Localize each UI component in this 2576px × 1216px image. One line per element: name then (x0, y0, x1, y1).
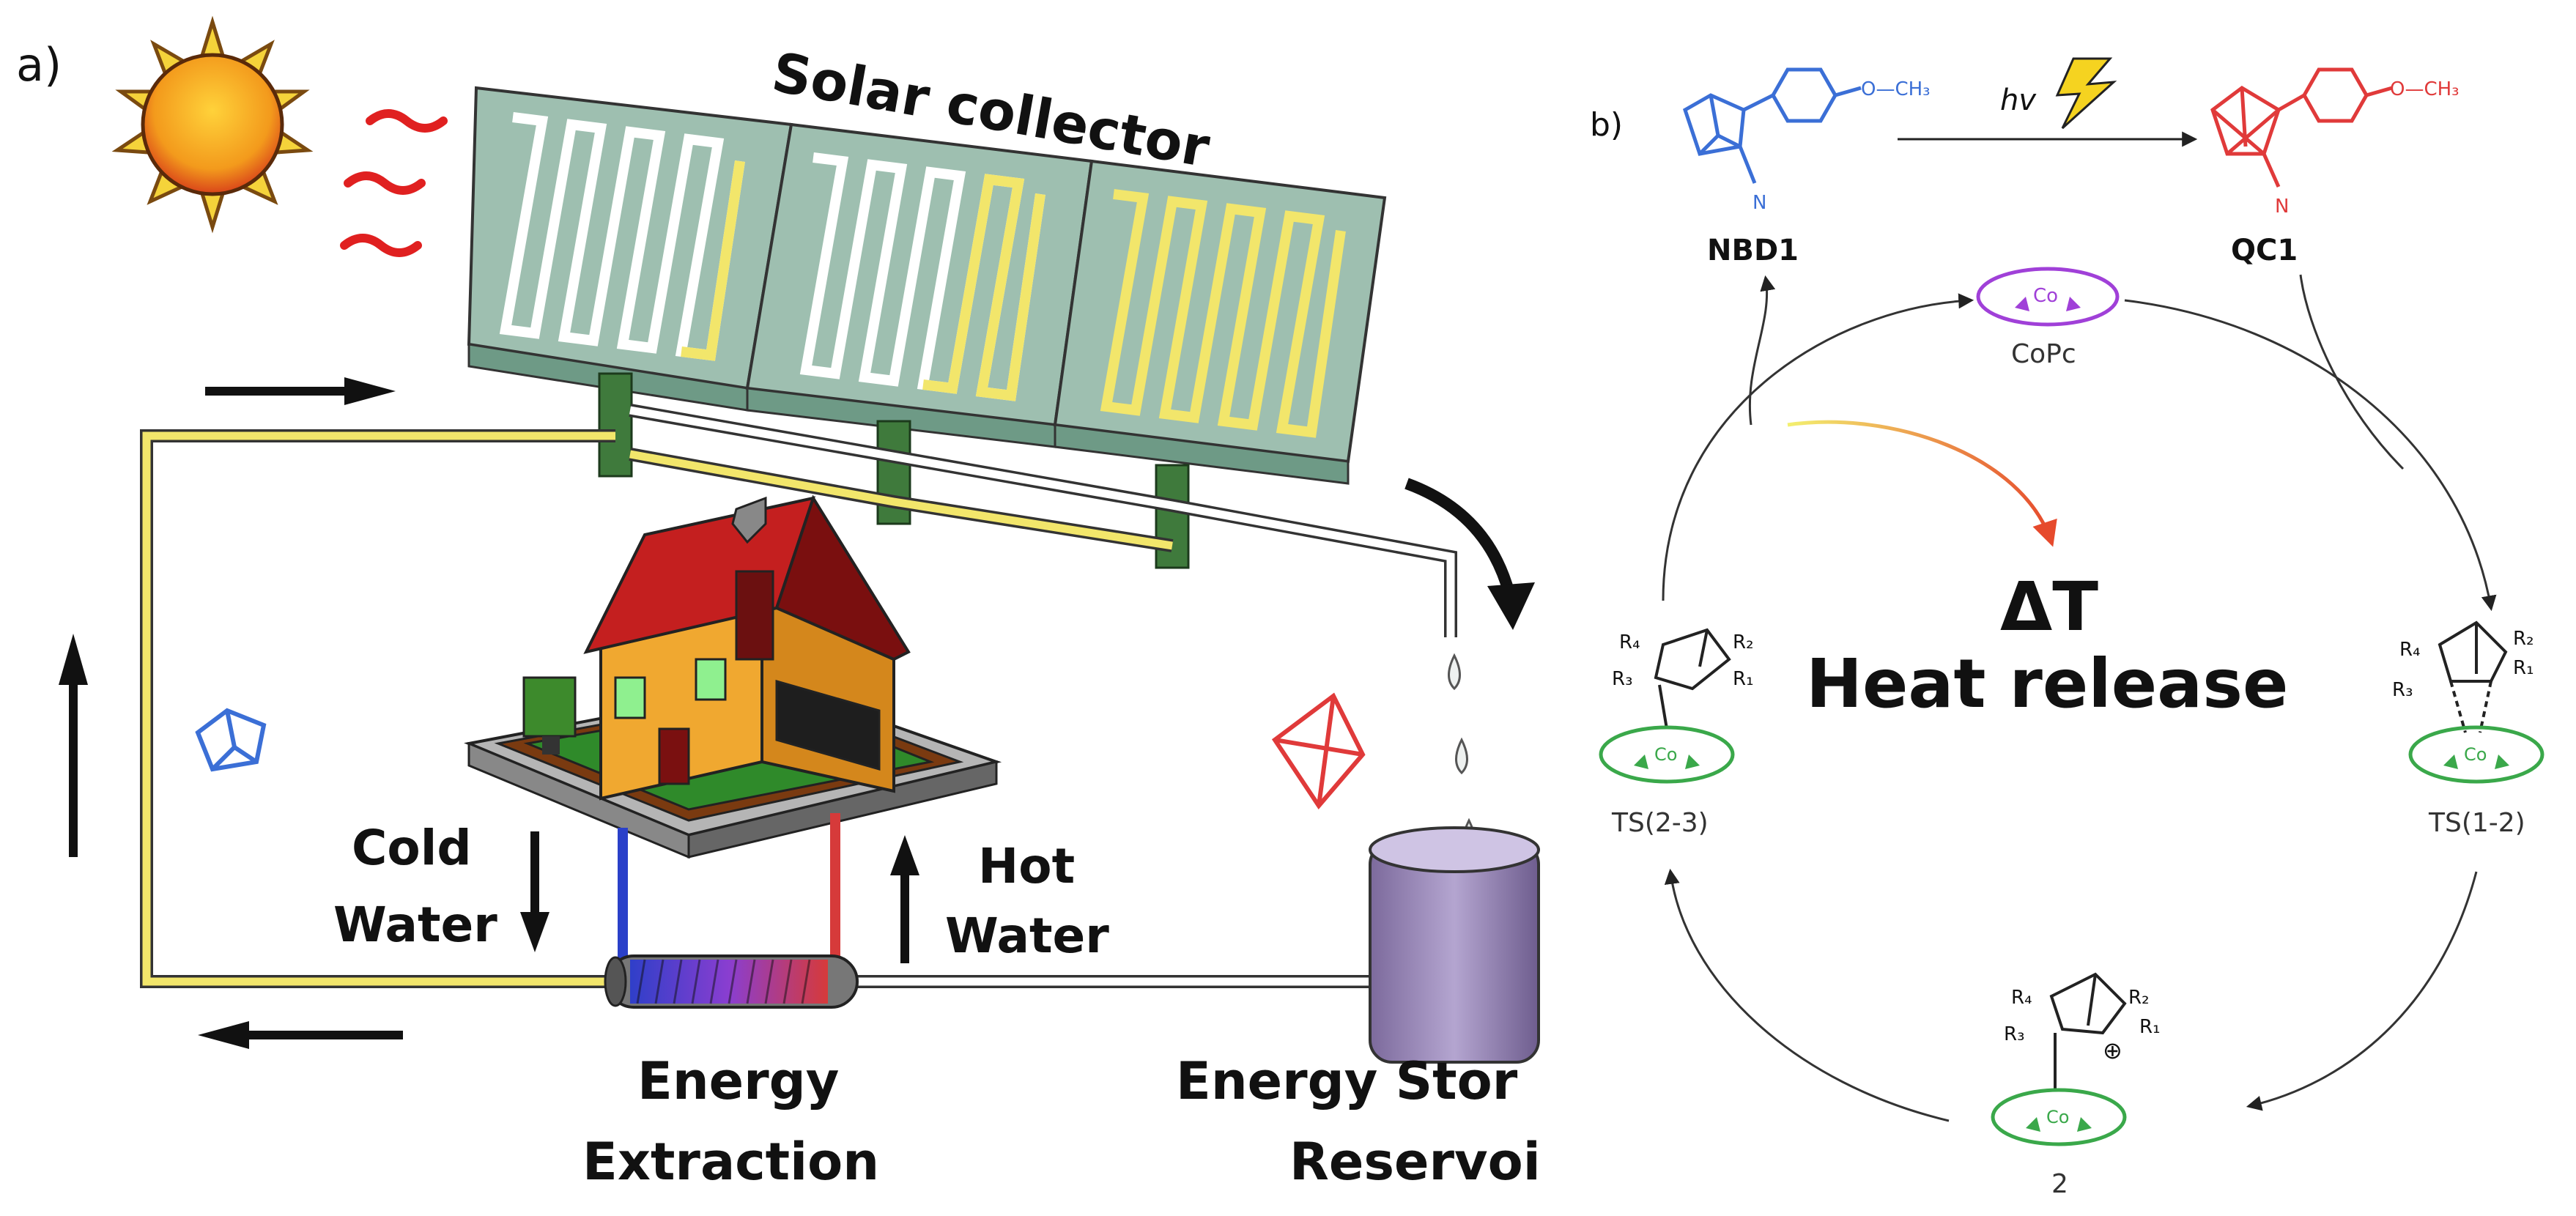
copc-label: CoPc (2011, 339, 2076, 369)
int2-r3: R₃ (2004, 1023, 2025, 1045)
energy-extraction-label-1: Energy (637, 1051, 839, 1111)
ts12-r1: R₁ (2513, 657, 2534, 679)
hot-water-label-1: Hot (978, 838, 1075, 894)
catalytic-cycle-arrows (1662, 274, 2497, 1122)
ts23-r3: R₃ (1612, 668, 1633, 690)
hv-label: hv (2000, 84, 2037, 117)
ts12-structure: Co R₄ R₂ R₃ R₁ (2392, 620, 2544, 784)
nbd1-label: NBD1 (1707, 234, 1799, 267)
energy-storage-label-1: Energy Stor (1176, 1051, 1518, 1111)
qc1-structure (2210, 67, 2393, 188)
delta-t-label: ΔT (2000, 568, 2098, 646)
ts12-label: TS(1-2) (2428, 808, 2525, 838)
panel-a-clip-edge (1542, 1011, 1557, 1201)
panel-a: a) Solar collector (16, 15, 1557, 1201)
reservoir-icon (1369, 826, 1540, 1064)
heat-release-label: Heat release (1806, 645, 2288, 723)
ts23-structure: Co R₄ R₂ R₃ R₁ (1599, 628, 1754, 784)
copc-co: Co (2033, 285, 2058, 307)
heat-release-arrow (1787, 420, 2057, 547)
intermediate-2-structure: Co R₄ R₂ R₃ R₁ ⊕ (1991, 972, 2161, 1146)
solar-panel-3 (1053, 159, 1387, 485)
ts23-r4: R₄ (1619, 631, 1640, 653)
copc-catalyst: Co (1976, 267, 2120, 327)
energy-storage-label-2: Reservoi (1289, 1132, 1541, 1192)
hot-water-arrow (890, 835, 919, 963)
qc1-och3: O—CH₃ (2390, 78, 2460, 100)
flow-arrows (59, 377, 1535, 1049)
int2-r2: R₂ (2128, 987, 2150, 1009)
hot-water-label-2: Water (945, 908, 1109, 964)
heat-ray-icons (340, 109, 448, 257)
energy-extraction-label-2: Extraction (582, 1132, 879, 1192)
solar-panel-1 (467, 86, 793, 412)
cold-water-label-1: Cold (352, 820, 472, 876)
ts12-r2: R₂ (2513, 628, 2534, 650)
lightning-icon (2055, 57, 2117, 130)
int2-r4: R₄ (2011, 987, 2032, 1009)
norbornadiene-icon (195, 708, 267, 772)
ts12-r3: R₃ (2392, 679, 2413, 701)
int2-label: 2 (2051, 1169, 2068, 1199)
yellow-pipe (140, 429, 1174, 988)
solar-panel-2 (745, 122, 1094, 448)
ts23-co: Co (1654, 744, 1677, 765)
ts23-r1: R₁ (1733, 668, 1754, 690)
white-pipe (629, 404, 1457, 988)
ts12-r4: R₄ (2399, 639, 2421, 661)
heat-exchanger-coil (604, 954, 859, 1009)
ts23-r2: R₂ (1733, 631, 1754, 653)
panel-b-label: b) (1590, 106, 1623, 144)
solar-panels (467, 86, 1387, 485)
cold-water-label-2: Water (333, 897, 497, 953)
sun-icon (111, 15, 314, 234)
ts12-co: Co (2464, 744, 2487, 765)
ts23-label: TS(2-3) (1611, 808, 1709, 838)
quadricyclane-icon (1271, 692, 1366, 809)
house-icon (464, 494, 1002, 859)
qc1-nitrile: N (2275, 196, 2289, 218)
int2-r1: R₁ (2139, 1016, 2161, 1038)
nbd1-nitrile: N (1753, 192, 1766, 214)
int2-plus: ⊕ (2103, 1037, 2122, 1064)
int2-co: Co (2046, 1107, 2069, 1127)
qc1-label: QC1 (2231, 234, 2298, 267)
droplet-icons (1448, 653, 1476, 856)
cold-water-arrow (520, 831, 549, 952)
panel-a-label: a) (16, 38, 62, 92)
nbd1-och3: O—CH₃ (1861, 78, 1931, 100)
panel-b: b) O—CH₃ N NBD1 hv O—CH₃ N (1590, 57, 2544, 1199)
nbd1-structure (1682, 67, 1862, 184)
